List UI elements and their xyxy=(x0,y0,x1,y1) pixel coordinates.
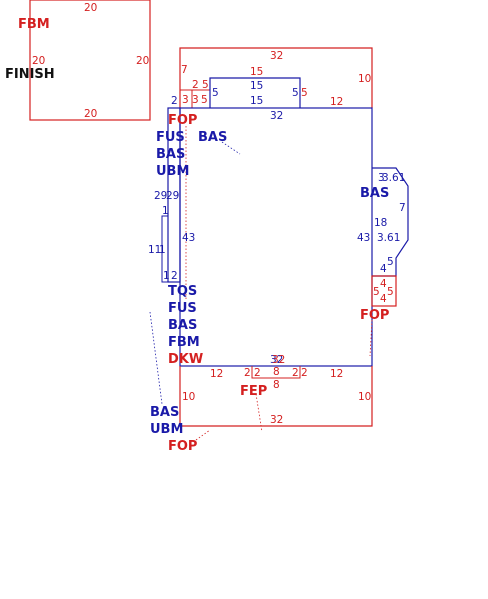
leader-bas-bottom xyxy=(149,311,163,405)
label-ubm-bottom: UBM xyxy=(150,422,183,437)
dim-bottom-2-c: 2 xyxy=(292,367,299,379)
label-bas-right: BAS xyxy=(360,186,389,201)
top-bumpout-outline xyxy=(209,77,301,108)
dim-bottom-12-right: 12 xyxy=(330,368,343,380)
label-fop-right: FOP xyxy=(360,308,389,323)
dim-strip-f: 1 xyxy=(163,270,170,282)
dim-bay-bottom: 3.61 xyxy=(377,232,400,244)
dim-rf-c: 5 xyxy=(387,286,394,298)
dim-bump-width-b: 15 xyxy=(250,80,263,92)
label-bas-2: BAS xyxy=(168,318,197,333)
label-fbm-top: FBM xyxy=(18,17,50,32)
main-house-outline xyxy=(179,107,373,367)
leader-bas-inside xyxy=(221,141,241,155)
label-fop-bottom: FOP xyxy=(168,439,197,454)
dim-finish-top: 20 xyxy=(84,2,97,14)
leader-fop-right xyxy=(369,319,373,357)
dim-bump-width-c: 15 xyxy=(250,95,263,107)
dim-bottom-left-10: 10 xyxy=(182,391,195,403)
leader-fop-bottom xyxy=(195,429,211,441)
dim-main-bottom: 32 xyxy=(270,354,283,366)
dim-strip-d: 11 xyxy=(148,244,161,256)
dim-bay-left: 18 xyxy=(374,217,387,229)
dim-bay-top-2: 3.61 xyxy=(382,172,405,184)
dim-bottom-8-a: 8 xyxy=(273,366,280,378)
dim-top-porch-bottom-right: 12 xyxy=(330,96,343,108)
right-porch-outline xyxy=(371,275,397,307)
label-bas-bottom: BAS xyxy=(150,405,179,420)
dim-main-bottom-2: 32 xyxy=(272,354,285,366)
label-finish: FINISH xyxy=(5,67,55,82)
dim-main-right: 43 xyxy=(357,232,370,244)
label-tqs: TQS xyxy=(168,284,197,299)
dim-bay-small-2: 4 xyxy=(380,263,387,275)
dim-bottom-2-a: 2 xyxy=(244,367,251,379)
label-bas-1: BAS xyxy=(156,147,185,162)
dim-bump-small-d: 3 xyxy=(192,94,199,106)
dim-bump-right: 5 xyxy=(292,87,299,99)
dim-bottom-right-10: 10 xyxy=(358,391,371,403)
label-ubm-1: UBM xyxy=(156,164,189,179)
dim-bump-small-a: 2 xyxy=(192,79,199,91)
bottom-porch-outline xyxy=(179,366,373,427)
leader-fep xyxy=(255,393,263,433)
label-fus-1: FUS xyxy=(156,130,185,145)
dim-finish-left: 20 xyxy=(32,55,45,67)
dim-main-top: 32 xyxy=(270,110,283,122)
dim-strip-e: 1 xyxy=(159,244,166,256)
dim-bottom-8-b: 8 xyxy=(273,379,280,391)
dim-bottom-2-b: 2 xyxy=(254,367,261,379)
dim-bay-right: 7 xyxy=(399,202,406,214)
dim-bump-right-2: 5 xyxy=(301,87,308,99)
top-porch-outline xyxy=(179,47,373,108)
left-strip-outline xyxy=(167,107,181,283)
dim-bump-left-2: 5 xyxy=(201,94,208,106)
dim-rf-a: 4 xyxy=(380,278,387,290)
dim-bump-left: 5 xyxy=(212,87,219,99)
dim-finish-bottom: 20 xyxy=(84,108,97,120)
label-dkw: DKW xyxy=(168,352,203,367)
dim-top-porch-left: 7 xyxy=(181,64,188,76)
left-small-strip-outline xyxy=(161,215,169,283)
dim-bay-top: 3 xyxy=(378,172,385,184)
dim-rf-b: 5 xyxy=(373,286,380,298)
dim-bump-small-c: 5 xyxy=(202,79,209,91)
dim-bottom-width: 32 xyxy=(270,414,283,426)
dim-main-left: 43 xyxy=(182,232,195,244)
dim-bay-small: 5 xyxy=(387,256,394,268)
dim-top-porch-right: 10 xyxy=(358,73,371,85)
label-bas-inside: BAS xyxy=(198,130,227,145)
dim-strip-g: 2 xyxy=(171,270,178,282)
finish-area-outline xyxy=(29,0,151,121)
label-fep: FEP xyxy=(240,384,267,399)
label-fop-upper: FOP xyxy=(168,113,197,128)
dim-bottom-12-left: 12 xyxy=(210,368,223,380)
bottom-step-outline xyxy=(251,366,301,379)
dim-bump-small-b: 3 xyxy=(182,94,189,106)
dim-strip-a: 29 xyxy=(154,190,167,202)
dim-bump-width-a: 15 xyxy=(250,66,263,78)
dim-strip-c: 1 xyxy=(162,205,169,217)
dim-strip-b: 29 xyxy=(166,190,179,202)
dim-main-top-left: 2 xyxy=(171,95,178,107)
dim-top-porch-width: 32 xyxy=(270,50,283,62)
dim-finish-right: 20 xyxy=(136,55,149,67)
label-fus-2: FUS xyxy=(168,301,197,316)
label-fbm-2: FBM xyxy=(168,335,200,350)
dim-rf-d: 4 xyxy=(380,293,387,305)
dim-bottom-2-d: 2 xyxy=(301,367,308,379)
